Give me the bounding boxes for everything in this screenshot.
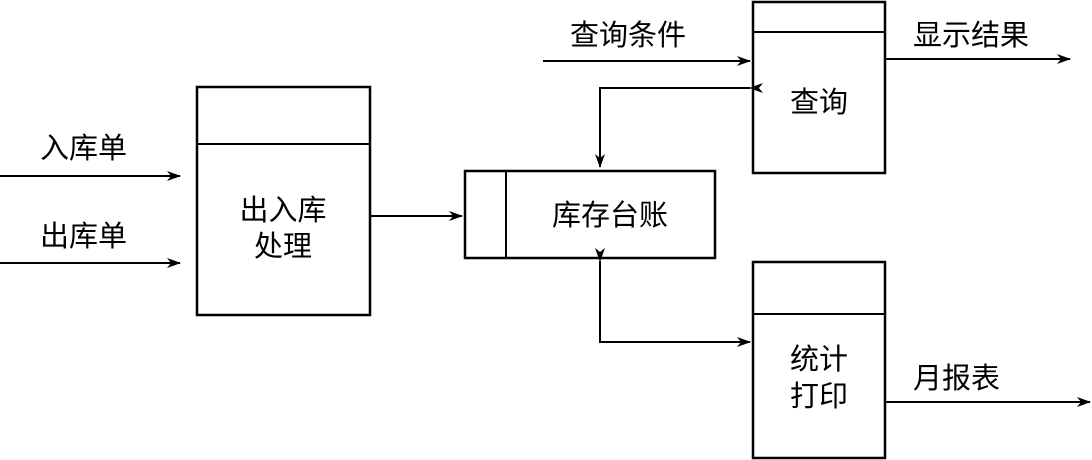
datastore-label: 库存台账 <box>552 198 668 232</box>
process-query: 查询 <box>751 0 887 175</box>
flow-query-condition: 查询条件 <box>543 18 751 66</box>
flow-monthly-report-label: 月报表 <box>913 361 1000 395</box>
flow-display-result-label: 显示结果 <box>913 18 1029 52</box>
flow-query-condition-label: 查询条件 <box>570 18 686 52</box>
flow-datastore-stats-link <box>595 248 751 347</box>
flow-out-slip-label: 出库单 <box>40 219 127 253</box>
process-stats-print: 统计 打印 <box>751 260 887 460</box>
flow-in-slip: 入库单 <box>0 131 181 181</box>
process-stats-label-line1: 统计 <box>790 342 848 376</box>
process-inout-label-line1: 出入库 <box>239 193 326 227</box>
flow-in-slip-label: 入库单 <box>40 131 127 165</box>
process-stats-label-line2: 打印 <box>790 379 848 413</box>
flow-monthly-report: 月报表 <box>885 361 1091 407</box>
flow-datastore-query-link <box>595 83 763 168</box>
flow-out-slip: 出库单 <box>0 219 181 268</box>
flow-display-result: 显示结果 <box>885 18 1071 64</box>
process-inout-label-line2: 处理 <box>254 229 312 263</box>
process-inout-box <box>195 85 372 317</box>
datastore-inventory-ledger: 库存台账 <box>463 169 717 260</box>
process-query-label: 查询 <box>790 85 848 119</box>
process-inout: 出入库 处理 <box>195 85 372 317</box>
process-stats-box <box>751 260 887 460</box>
